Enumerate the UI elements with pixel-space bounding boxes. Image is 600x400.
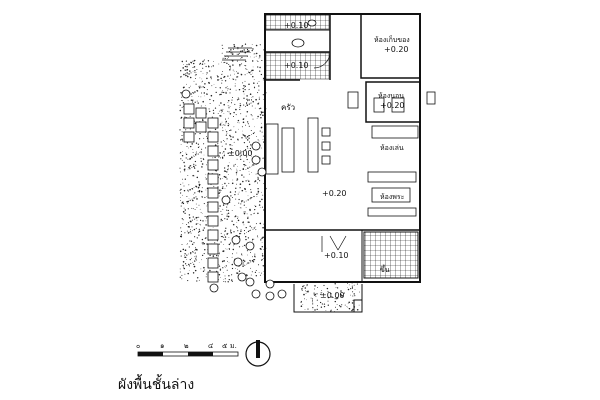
entry-steps (222, 47, 252, 61)
hall-label: ห้องเล่น (380, 144, 404, 152)
storage-room-level: +0.20 (384, 45, 409, 54)
shrine-room-label: ห้องพระ (380, 193, 405, 201)
carport-grid (363, 231, 419, 279)
north-arrow-icon (245, 340, 271, 367)
storage-room-label: ห้องเก็บของ (374, 35, 410, 44)
scale-tick-4: ๔ (208, 342, 213, 350)
carport-level: ±0.00 (320, 291, 345, 300)
scale-tick-5: ๕ (222, 342, 227, 350)
bedroom-label: ห้องนอน (378, 92, 404, 100)
terrace-level: ±0.00 (228, 149, 253, 158)
bath-lower-level: +0.10 (284, 61, 309, 70)
scale-tick-0: ๐ (136, 342, 140, 350)
bathroom-lower-tiles (265, 52, 330, 80)
garden-terrace-stipple (179, 43, 360, 313)
kitchen-label: ครัว (281, 103, 295, 112)
stepping-stones (183, 103, 219, 283)
fixtures (265, 19, 436, 217)
scale-tick-1: ๑ (160, 342, 164, 350)
main-floor-level: +0.20 (322, 189, 347, 198)
planters (181, 89, 287, 301)
porch-level: +0.10 (324, 251, 349, 260)
bedroom-level: +0.20 (380, 101, 405, 110)
driveway (293, 284, 363, 313)
scale-tick-2: ๒ (184, 342, 189, 350)
scale-bar: ๐ ๑ ๒ ๔ ๕ ม. (136, 342, 239, 357)
scale-unit: ม. (230, 342, 237, 350)
plan-caption: ผังพื้นชั้นล่าง (118, 377, 195, 393)
bath-top-level: +0.10 (284, 21, 309, 30)
house-walls (264, 13, 421, 283)
stair-label: ขึ้น (380, 263, 390, 274)
door-swings (313, 51, 347, 252)
